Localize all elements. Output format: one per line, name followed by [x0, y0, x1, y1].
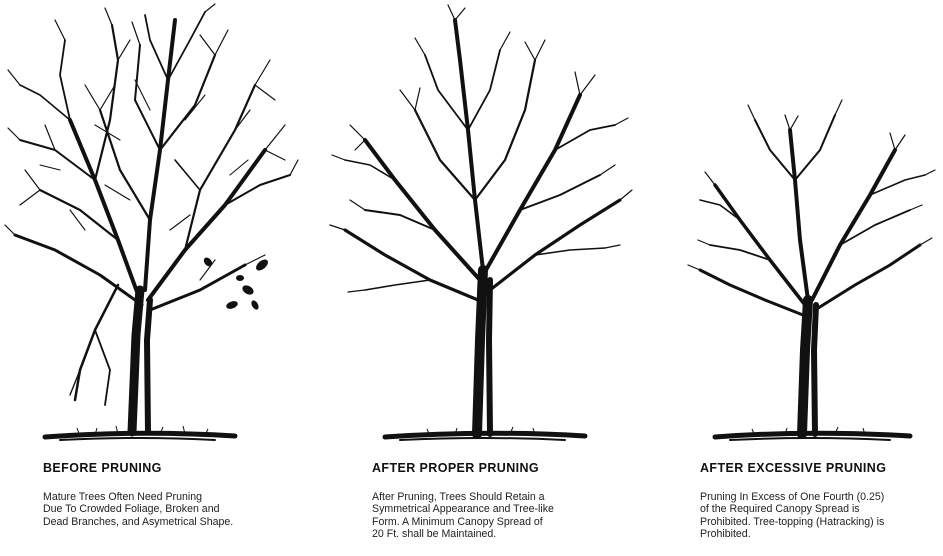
description-line: Pruning In Excess of One Fourth (0.25): [700, 491, 884, 503]
unpruned-tree-icon: [0, 0, 300, 455]
description-line: Prohibited.: [700, 528, 884, 540]
panel-after-excessive-pruning: AFTER EXCESSIVE PRUNING Pruning In Exces…: [660, 0, 943, 556]
description-line: After Pruning, Trees Should Retain a: [372, 491, 554, 503]
panel-description: After Pruning, Trees Should Retain a Sym…: [372, 491, 554, 541]
description-line: Prohibited. Tree-topping (Hatracking) is: [700, 516, 884, 528]
description-line: Symmetrical Appearance and Tree-like: [372, 503, 554, 515]
panel-title: AFTER PROPER PRUNING: [372, 461, 539, 475]
panel-after-proper-pruning: AFTER PROPER PRUNING After Pruning, Tree…: [320, 0, 640, 556]
panel-title: BEFORE PRUNING: [43, 461, 162, 475]
panel-description: Pruning In Excess of One Fourth (0.25) o…: [700, 491, 884, 541]
properly-pruned-tree-icon: [320, 0, 640, 455]
panel-description: Mature Trees Often Need Pruning Due To C…: [43, 491, 233, 528]
description-line: 20 Ft. shall be Maintained.: [372, 528, 554, 540]
over-pruned-tree-icon: [660, 0, 943, 455]
description-line: Due To Crowded Foliage, Broken and: [43, 503, 233, 515]
description-line: Dead Branches, and Asymetrical Shape.: [43, 516, 233, 528]
description-line: Form. A Minimum Canopy Spread of: [372, 516, 554, 528]
panel-before-pruning: BEFORE PRUNING Mature Trees Often Need P…: [0, 0, 300, 556]
description-line: Mature Trees Often Need Pruning: [43, 491, 233, 503]
panel-title: AFTER EXCESSIVE PRUNING: [700, 461, 886, 475]
description-line: of the Required Canopy Spread is: [700, 503, 884, 515]
